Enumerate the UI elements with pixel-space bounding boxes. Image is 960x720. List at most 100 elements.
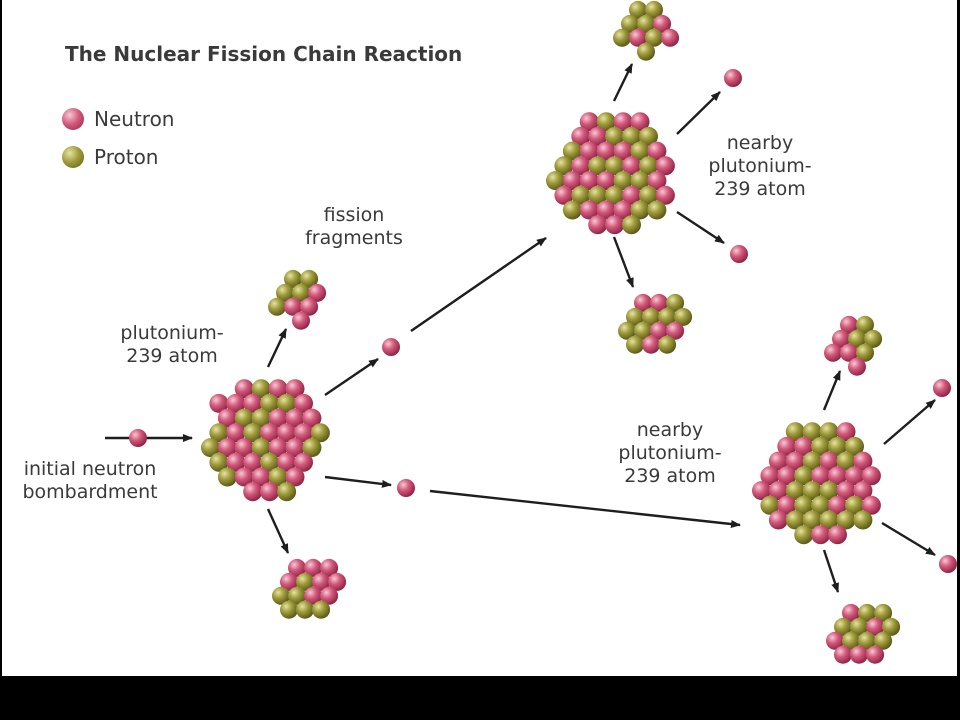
neutron-particle: [647, 141, 667, 161]
proton-particle: [658, 335, 677, 354]
neutron-particle: [850, 645, 868, 664]
neutron-particle: [777, 436, 797, 456]
neutron-particle: [328, 572, 347, 591]
proton-particle: [209, 452, 229, 472]
neutron-particle: [596, 141, 616, 161]
proton-particle: [864, 329, 883, 348]
neutron-particle: [840, 343, 858, 362]
proton-particle: [645, 28, 663, 47]
neutron-particle: [824, 343, 842, 362]
neutron-particle: [629, 28, 647, 47]
proton-particle: [280, 600, 298, 619]
proton-particle: [312, 600, 331, 619]
proton-particle: [260, 393, 280, 413]
neutron-particle: [819, 451, 839, 471]
neutron-particle: [277, 452, 297, 472]
fission-fragment-upper-top: [613, 0, 680, 61]
neutron-particle: [828, 466, 847, 486]
proton-particle: [836, 451, 856, 471]
neutron-particle: [243, 393, 263, 413]
proton-particle: [834, 617, 852, 636]
proton-particle: [588, 156, 608, 176]
neutron-particle: [243, 482, 263, 502]
arrow-to-fragment-top: [266, 328, 288, 368]
proton-particle: [588, 185, 608, 205]
proton-particle: [217, 467, 237, 487]
neutron-particle: [642, 335, 660, 354]
diagram-panel: The Nuclear Fission Chain Reaction Neutr…: [2, 0, 957, 676]
proton-particle: [243, 423, 263, 443]
proton-particle: [626, 335, 644, 354]
legend-proton-label: Proton: [94, 145, 159, 169]
neutron-particle: [622, 156, 641, 176]
neutron-particle: [794, 436, 814, 456]
proton-particle: [794, 495, 814, 515]
neutron-particle: [285, 379, 305, 399]
neutron-upper-right: [730, 245, 748, 263]
neutron-particle: [280, 572, 298, 591]
proton-particle: [622, 215, 641, 235]
proton-particle: [618, 321, 636, 340]
proton-particle: [785, 510, 805, 530]
fission-diagram: [105, 0, 957, 664]
neutron-particle: [647, 171, 667, 191]
neutron-particle: [861, 495, 881, 515]
fission-fragment-bottom: [272, 558, 347, 619]
neutron-particle: [752, 481, 771, 501]
proton-particle: [630, 171, 650, 191]
neutron-particle: [828, 495, 847, 515]
neutron-particle: [866, 645, 885, 664]
proton-particle: [268, 467, 288, 487]
proton-particle: [811, 495, 831, 515]
neutron-particle: [294, 393, 313, 413]
proton-particle: [845, 436, 864, 456]
proton-particle: [277, 482, 297, 502]
neutron-particle: [320, 586, 339, 605]
proton-particle: [613, 28, 631, 47]
neutron-particle: [661, 28, 680, 47]
proton-particle: [260, 452, 280, 472]
proton-particle: [794, 466, 814, 486]
neutron-particle: [243, 452, 263, 472]
proton-particle: [571, 185, 591, 205]
proton-particle: [828, 436, 847, 456]
label-initial-neutron: initial neutron bombardment: [22, 458, 158, 503]
neutron-particle: [288, 558, 306, 577]
proton-particle: [201, 438, 220, 458]
fission-fragment-lower-top: [824, 315, 883, 376]
proton-particle: [629, 0, 647, 19]
neutron-particle: [622, 185, 641, 205]
neutron-particle: [251, 467, 271, 487]
neutron-particle: [630, 112, 650, 132]
fission-fragment-lower-bottom: [826, 603, 901, 664]
proton-particle: [819, 422, 839, 442]
neutron-particle: [836, 481, 856, 501]
neutron-particle: [562, 171, 582, 191]
neutron-particle: [853, 451, 873, 471]
proton-particle: [637, 42, 655, 61]
neutron-particle: [268, 438, 288, 458]
nearby-plutonium-nucleus-lower: [752, 422, 881, 545]
neutron-particle: [308, 283, 327, 302]
proton-particle: [639, 126, 658, 146]
neutron-particle: [268, 408, 288, 428]
proton-particle: [605, 185, 625, 205]
legend-proton: Proton: [62, 144, 158, 170]
neutron-particle: [588, 215, 608, 235]
proton-particle: [874, 631, 893, 650]
proton-particle: [647, 200, 667, 220]
proton-particle: [637, 14, 655, 33]
neutron-particle: [277, 423, 297, 443]
proton-particle: [853, 510, 873, 530]
neutron-particle: [840, 315, 858, 334]
neutron-particle: [836, 422, 856, 442]
neutron-particle: [811, 525, 831, 545]
label-nearby-atom-upper: nearby plutonium- 239 atom: [708, 132, 812, 200]
proton-particle: [296, 600, 314, 619]
neutron-particle: [768, 451, 788, 471]
proton-particle: [674, 307, 693, 326]
neutron-particle: [579, 112, 599, 132]
proton-particle: [546, 171, 565, 191]
neutron-upper-top: [724, 69, 742, 87]
neutron-lower-top: [933, 379, 951, 397]
